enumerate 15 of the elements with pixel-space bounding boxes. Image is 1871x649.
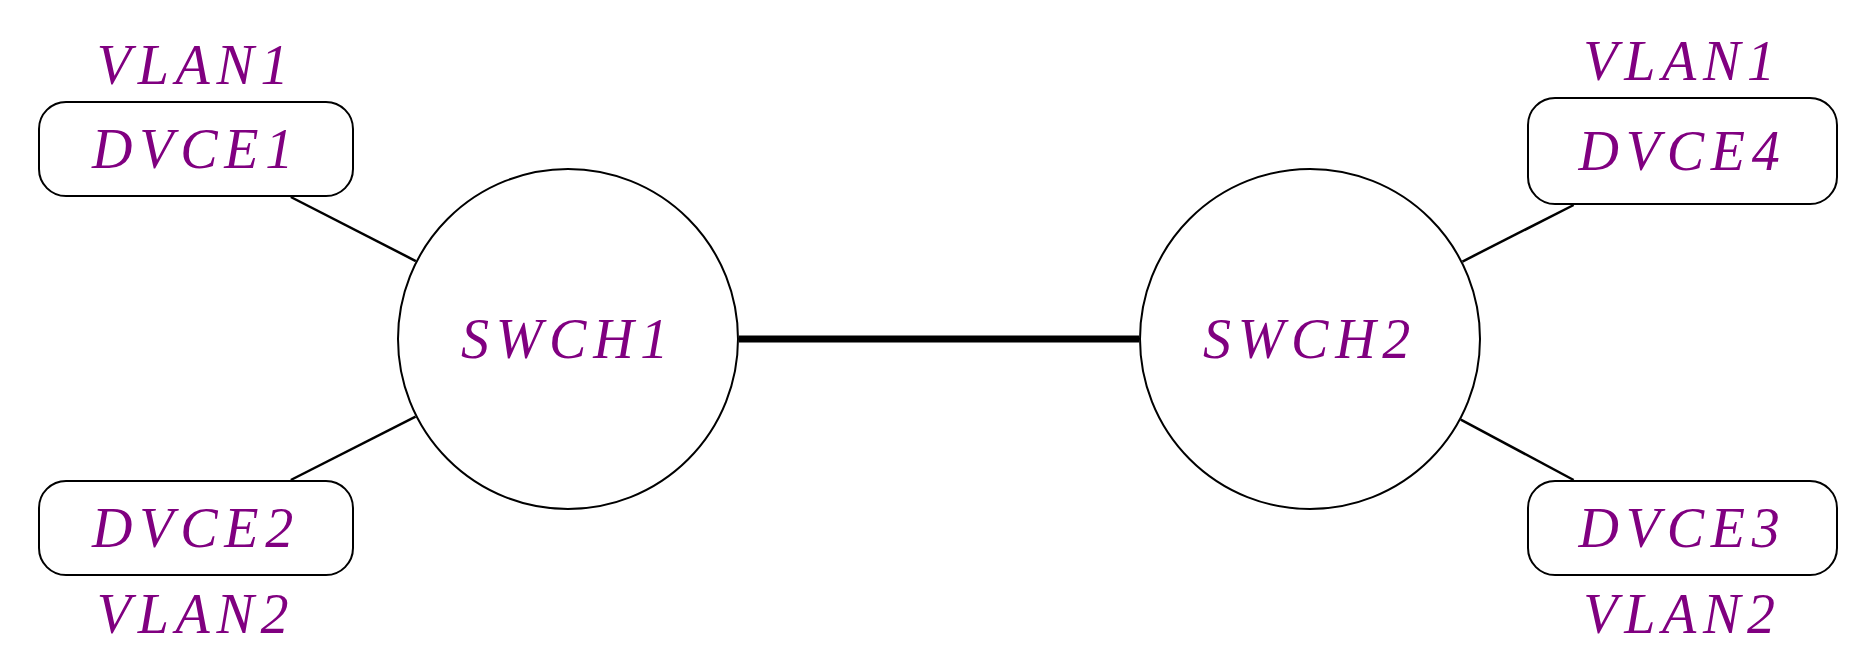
vlan-label: VLAN1 bbox=[1583, 33, 1782, 89]
connector-line bbox=[1461, 203, 1575, 263]
connector-line bbox=[290, 195, 417, 263]
device-label: DVCE3 bbox=[1578, 500, 1787, 556]
vlan-label: VLAN2 bbox=[96, 586, 296, 642]
connector-line bbox=[739, 335, 1139, 343]
device-label: DVCE4 bbox=[1578, 123, 1787, 179]
vlan-label: VLAN1 bbox=[96, 37, 296, 93]
connector-line bbox=[290, 415, 417, 482]
switch-label: SWCH2 bbox=[1202, 311, 1417, 367]
switch-label: SWCH1 bbox=[460, 311, 675, 367]
connector-line bbox=[1460, 418, 1575, 482]
device-label: DVCE1 bbox=[92, 121, 300, 177]
vlan-label: VLAN2 bbox=[1583, 586, 1782, 642]
device-label: DVCE2 bbox=[92, 500, 300, 556]
